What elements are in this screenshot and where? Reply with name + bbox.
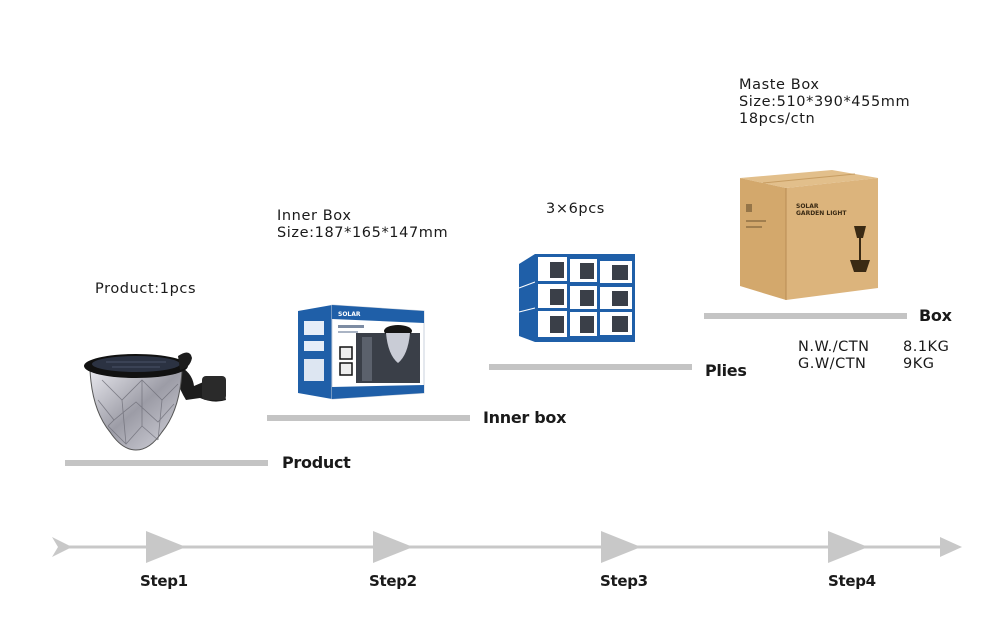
- inner-box-shelf: [267, 415, 470, 421]
- master-carton-image: SOLAR GARDEN LIGHT: [740, 170, 878, 300]
- master-box-qty: 18pcs/ctn: [739, 111, 816, 127]
- step2-label: Step2: [369, 572, 417, 590]
- inner-box-shelf-label: Inner box: [483, 408, 567, 427]
- solar-lamp-image: [84, 352, 226, 451]
- step4-arrowhead: [828, 531, 868, 563]
- box-shelf-label: Box: [919, 306, 952, 325]
- gw-value: 9KG: [903, 356, 935, 372]
- product-shelf: [65, 460, 268, 466]
- inner-box-size: Size:187*165*147mm: [277, 225, 449, 241]
- product-caption: Product:1pcs: [95, 281, 197, 297]
- inner-box-print-brand: SOLAR: [338, 311, 361, 318]
- nw-value: 8.1KG: [903, 339, 950, 355]
- timeline-end-arrow: [940, 537, 962, 557]
- carton-print-line1: SOLAR: [796, 203, 819, 210]
- master-box-size: Size:510*390*455mm: [739, 94, 911, 110]
- nw-label: N.W./CTN: [798, 339, 870, 355]
- inner-box-title: Inner Box: [277, 208, 352, 224]
- plies-stack-image: [518, 254, 635, 342]
- master-box-title: Maste Box: [739, 77, 820, 93]
- step4-label: Step4: [828, 572, 876, 590]
- step2-arrowhead: [373, 531, 413, 563]
- step3-label: Step3: [600, 572, 648, 590]
- process-timeline: [52, 531, 962, 563]
- step3-arrowhead: [601, 531, 641, 563]
- timeline-tail-arrow: [52, 537, 72, 557]
- step1-arrowhead: [146, 531, 186, 563]
- carton-print-line2: GARDEN LIGHT: [796, 210, 847, 217]
- gw-label: G.W/CTN: [798, 356, 867, 372]
- plies-shelf: [489, 364, 692, 370]
- step1-label: Step1: [140, 572, 188, 590]
- box-shelf: [704, 313, 907, 319]
- plies-caption: 3×6pcs: [546, 201, 605, 217]
- plies-shelf-label: Plies: [705, 361, 747, 380]
- inner-box-image: SOLAR: [298, 304, 425, 400]
- product-shelf-label: Product: [282, 453, 351, 472]
